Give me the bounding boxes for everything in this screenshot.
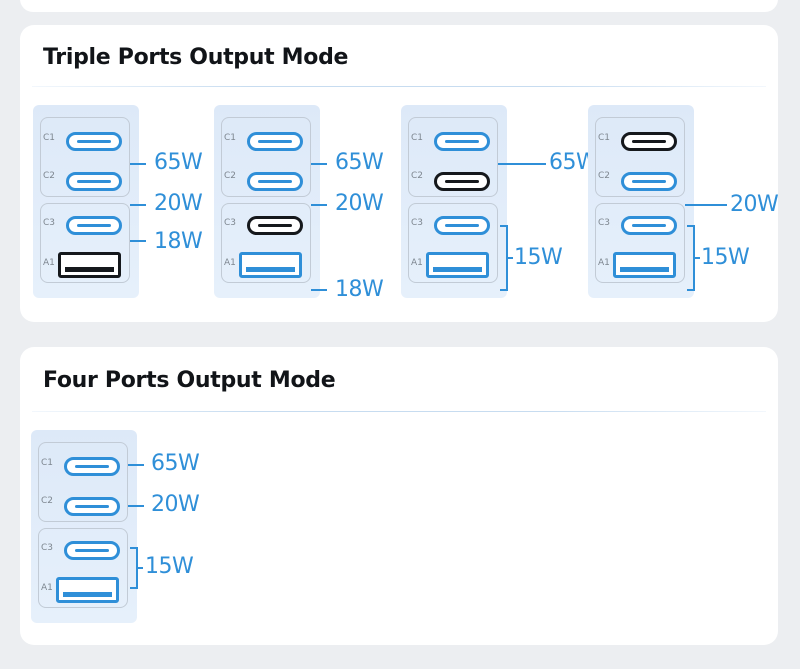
usb-c-port-icon (621, 132, 677, 151)
usb-c-port-icon (66, 132, 122, 151)
connector-line (498, 163, 546, 165)
connector-line (128, 464, 144, 466)
port-label-a1: A1 (224, 258, 236, 268)
wattage-label-c2: 20W (151, 492, 200, 517)
triple-config-3: C1 C2 C3 A1 65W 15W (401, 105, 598, 298)
usb-c-port-icon (621, 216, 677, 235)
port-label-c3: C3 (224, 218, 237, 228)
wattage-label-c2: 20W (154, 191, 203, 216)
four-ports-section: Four Ports Output Mode C1 C2 C3 A1 65W 2… (20, 347, 778, 645)
connector-line (130, 240, 146, 242)
port-group-upper: C1 C2 (38, 442, 128, 522)
usb-c-port-icon (621, 172, 677, 191)
usb-a-port-icon (58, 252, 121, 278)
port-group-lower: C3 A1 (408, 203, 498, 283)
usb-c-port-icon (64, 457, 120, 476)
four-config: C1 C2 C3 A1 65W 20W 15W (31, 430, 200, 623)
port-group-upper: C1 C2 (221, 117, 311, 197)
port-label-c2: C2 (41, 496, 54, 506)
wattage-label-c3-a1: 15W (514, 245, 563, 270)
triple-config-1: C1 C2 C3 A1 65W 20W 18W (33, 105, 203, 298)
wattage-label-c1: 65W (154, 150, 203, 175)
port-group-upper: C1 C2 (595, 117, 685, 197)
connector-line (130, 163, 146, 165)
port-label-c1: C1 (598, 133, 611, 143)
triple-ports-section: Triple Ports Output Mode C1 C2 C3 A1 65W… (20, 25, 779, 322)
port-label-c1: C1 (411, 133, 424, 143)
port-label-a1: A1 (411, 258, 423, 268)
port-label-c2: C2 (411, 171, 424, 181)
port-label-c3: C3 (43, 218, 56, 228)
usb-a-port-icon (613, 252, 676, 278)
usb-a-port-icon (426, 252, 489, 278)
section-title: Triple Ports Output Mode (43, 45, 349, 70)
connector-line (130, 204, 146, 206)
triple-config-4: C1 C2 C3 A1 20W 15W (588, 105, 779, 298)
connector-line (685, 204, 727, 206)
connector-line (137, 567, 143, 569)
usb-c-port-icon (434, 172, 490, 191)
port-group-lower: C3 A1 (221, 203, 311, 283)
port-group-lower: C3 A1 (595, 203, 685, 283)
wattage-label-c3-a1: 15W (701, 245, 750, 270)
usb-c-port-icon (64, 497, 120, 516)
wattage-label-a1: 18W (335, 277, 384, 302)
divider (32, 86, 766, 87)
port-label-c3: C3 (41, 543, 54, 553)
port-group-upper: C1 C2 (40, 117, 130, 197)
divider (32, 411, 766, 412)
connector-line (311, 163, 327, 165)
wattage-label-c3: 18W (154, 229, 203, 254)
usb-c-port-icon (247, 172, 303, 191)
connector-line (507, 257, 513, 259)
port-label-a1: A1 (43, 258, 55, 268)
usb-c-port-icon (434, 216, 490, 235)
usb-c-port-icon (434, 132, 490, 151)
port-group-upper: C1 C2 (408, 117, 498, 197)
wattage-label-c3-a1: 15W (145, 554, 194, 579)
usb-c-port-icon (66, 172, 122, 191)
previous-section-card (20, 0, 778, 12)
triple-config-2: C1 C2 C3 A1 65W 20W 18W (214, 105, 384, 301)
connector-line (311, 289, 327, 291)
connector-line (311, 204, 327, 206)
connector-line (128, 505, 144, 507)
port-label-a1: A1 (41, 583, 53, 593)
port-label-c2: C2 (598, 171, 611, 181)
usb-c-port-icon (66, 216, 122, 235)
port-label-c1: C1 (43, 133, 56, 143)
port-label-c3: C3 (411, 218, 424, 228)
usb-c-port-icon (247, 216, 303, 235)
port-label-c2: C2 (43, 171, 56, 181)
port-label-c1: C1 (224, 133, 237, 143)
port-label-c1: C1 (41, 458, 54, 468)
port-label-c2: C2 (224, 171, 237, 181)
wattage-label-c2: 20W (335, 191, 384, 216)
port-label-a1: A1 (598, 258, 610, 268)
usb-a-port-icon (56, 577, 119, 603)
usb-a-port-icon (239, 252, 302, 278)
port-group-lower: C3 A1 (38, 528, 128, 608)
usb-c-port-icon (247, 132, 303, 151)
port-group-lower: C3 A1 (40, 203, 130, 283)
section-title: Four Ports Output Mode (43, 368, 336, 393)
connector-line (694, 257, 700, 259)
wattage-label-c1: 65W (151, 451, 200, 476)
wattage-label-c1: 65W (549, 150, 598, 175)
port-label-c3: C3 (598, 218, 611, 228)
wattage-label-c1: 65W (335, 150, 384, 175)
usb-c-port-icon (64, 541, 120, 560)
wattage-label-c2: 20W (730, 192, 779, 217)
